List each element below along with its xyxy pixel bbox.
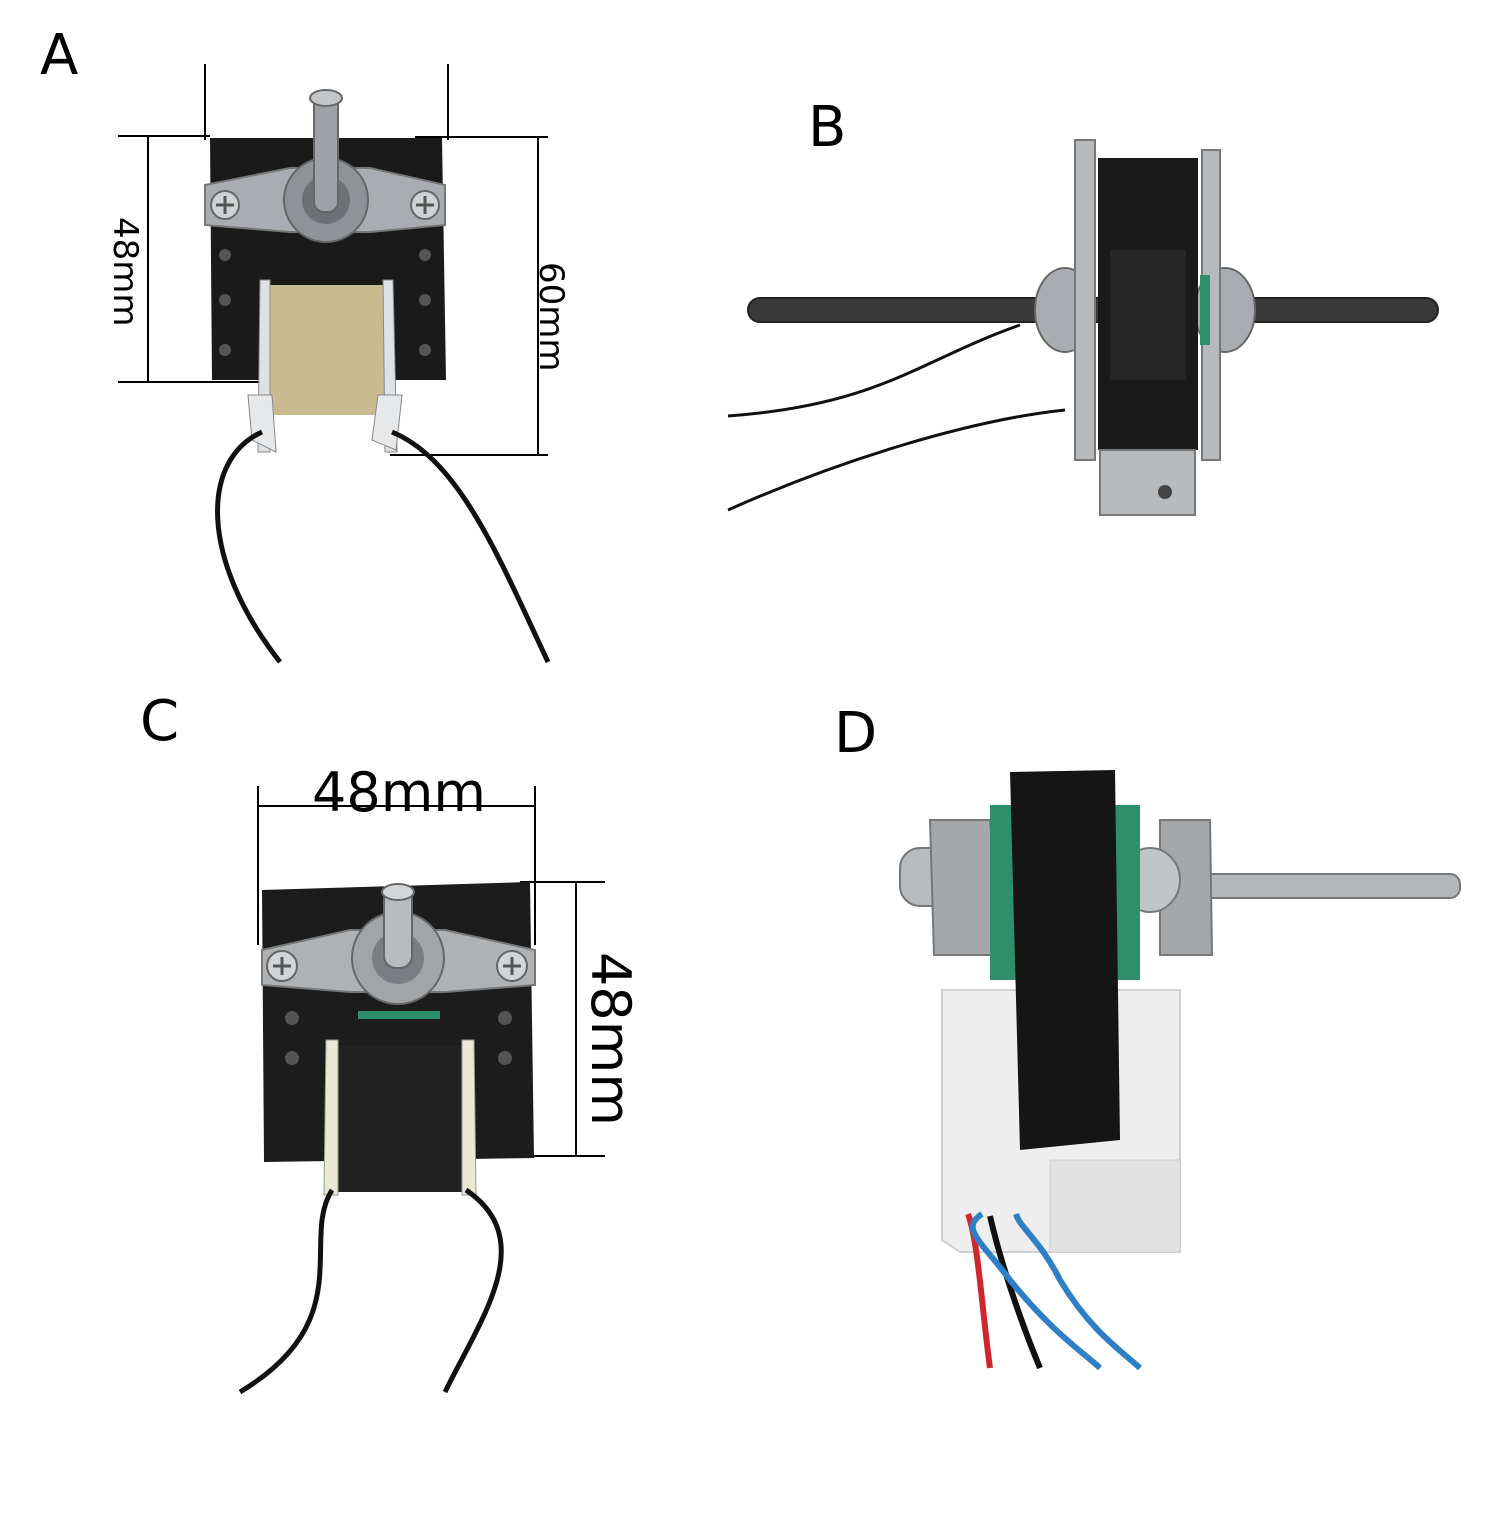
panel-b: B bbox=[720, 0, 1480, 680]
dimension-lines-c bbox=[257, 786, 605, 1157]
panel-c: C 48mm bbox=[0, 680, 740, 1400]
motor-b-illustration bbox=[727, 139, 1439, 516]
panel-a: A bbox=[0, 0, 740, 680]
panel-d: D bbox=[720, 680, 1500, 1400]
panel-label-b: B bbox=[808, 95, 847, 160]
panel-label-c: C bbox=[140, 689, 180, 754]
motor-c-illustration bbox=[238, 786, 605, 1395]
motor-d-illustration bbox=[899, 770, 1461, 1371]
panel-label-d: D bbox=[834, 701, 878, 766]
dimension-height-c: 48mm bbox=[579, 952, 642, 1126]
dimension-height-full-a: 60mm bbox=[531, 262, 571, 372]
motor-a-illustration bbox=[118, 64, 551, 664]
dimension-width-c: 48mm bbox=[312, 761, 486, 824]
dimension-height-a: 48mm bbox=[105, 217, 145, 327]
panel-label-a: A bbox=[40, 23, 79, 88]
dimension-lines-a bbox=[118, 64, 548, 456]
